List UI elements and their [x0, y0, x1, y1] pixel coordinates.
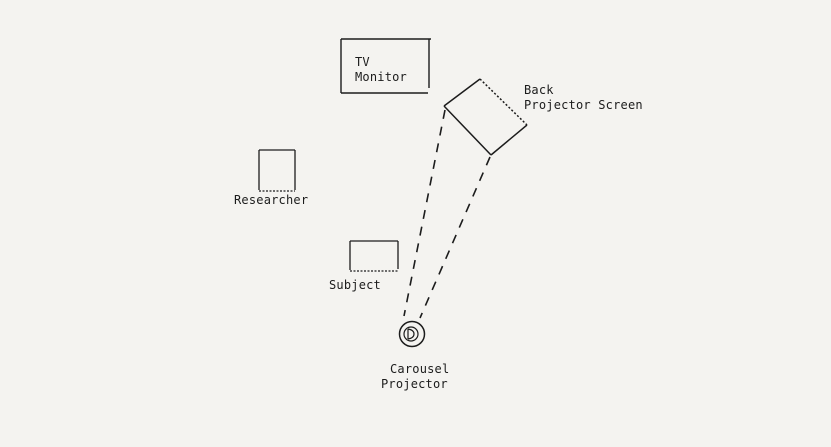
tv-monitor-label: TV Monitor: [355, 55, 407, 85]
carousel-projector-shape: [398, 320, 426, 348]
tv-monitor-shape: [340, 38, 431, 94]
tv-monitor-label-line2: Monitor: [355, 70, 407, 84]
projection-beam-left: [403, 109, 446, 317]
subject-shape: [349, 240, 399, 272]
carousel-projector-label: Carousel Projector: [375, 362, 449, 392]
back-projector-screen-label-line1: Back: [524, 83, 554, 97]
researcher-label: Researcher: [234, 193, 309, 207]
researcher-shape: [258, 149, 296, 192]
carousel-projector-label-line1: Carousel: [390, 362, 450, 376]
tv-monitor-label-line1: TV: [355, 55, 370, 69]
back-projector-screen-label-line2: Projector Screen: [524, 98, 643, 112]
projection-beam: [403, 109, 491, 319]
subject-label: Subject: [329, 278, 381, 292]
back-projector-screen-label: Back Projector Screen: [524, 83, 643, 113]
back-projector-screen-shape: [443, 78, 528, 156]
projection-beam-right: [419, 156, 491, 319]
carousel-projector-label-line2: Projector: [381, 377, 448, 391]
